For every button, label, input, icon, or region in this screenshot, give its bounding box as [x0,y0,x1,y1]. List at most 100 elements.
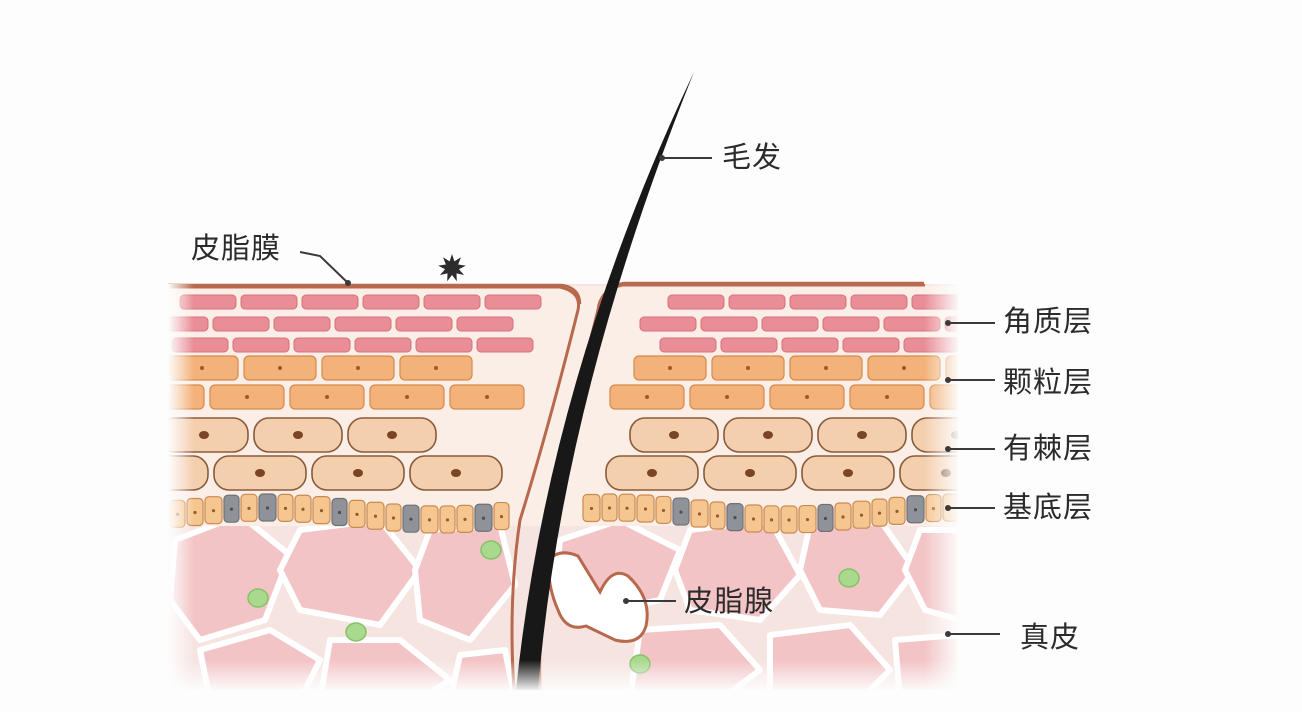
cell-nucleus [265,506,270,510]
corneocyte-cell [301,294,359,310]
cell-nucleus [157,469,167,477]
corneocyte-cell [700,316,758,332]
cell-nucleus [355,512,359,516]
fibroblast-cell [247,588,269,608]
cell-nucleus [885,395,889,399]
label-dermis: 真皮 [1020,620,1081,654]
corneocyte-cell [667,294,725,310]
corneocyte-cell [240,294,298,310]
leader-sebum-film [299,251,349,284]
cell-nucleus [725,395,729,399]
cell-nucleus [247,506,251,510]
cell-nucleus [669,431,679,439]
corneocyte-cell [423,294,481,310]
leader-stratum-spinosum-dot [945,446,951,452]
leader-hair-dot [659,155,665,161]
cell-nucleus [229,507,234,511]
cell-nucleus [751,517,756,521]
cell-nucleus [356,366,360,370]
corneocyte-cell [842,337,900,353]
cell-nucleus [902,366,906,370]
cell-nucleus [859,513,864,517]
label-stratum-granulosum: 颗粒层 [1003,365,1094,399]
cell-nucleus [200,366,204,370]
cell-nucleus [293,431,303,439]
cell-nucleus [823,516,828,521]
corneocyte-cell [781,337,839,353]
corneocyte-cell [850,294,908,310]
corneocyte-cell [273,316,331,332]
cell-nucleus [427,518,432,522]
cell-nucleus [895,509,899,513]
cell-nucleus [679,510,683,514]
corneocyte-cell [232,337,290,353]
leader-stratum-granulosum-dot [945,377,951,383]
cell-nucleus [787,518,791,522]
leader-dermis-dot [945,631,951,637]
microbe-icon [438,254,466,282]
corneocyte-cell [354,337,412,353]
cell-nucleus [481,516,486,520]
corneocyte-cell [761,316,819,332]
cell-nucleus [283,506,288,510]
cell-nucleus [387,431,397,439]
cell-nucleus [668,366,672,370]
cell-nucleus [373,514,378,518]
corneocyte-cell [293,337,351,353]
cell-nucleus [325,395,329,399]
spinous-cell [168,455,209,491]
corneocyte-cell [395,316,453,332]
sebum-film-left [168,283,582,305]
cell-nucleus [278,366,282,370]
leader-sebum-film-dot [345,280,351,286]
cell-nucleus [245,395,249,399]
cell-nucleus [715,514,720,518]
cell-nucleus [405,395,409,399]
cell-nucleus [877,511,882,515]
label-stratum-basale: 基底层 [1003,490,1094,524]
corneocyte-cell [728,294,786,310]
cell-nucleus [805,517,810,522]
sebaceous-gland [546,551,649,643]
cell-nucleus [824,366,828,370]
cell-nucleus [499,514,504,519]
cell-nucleus [199,431,209,439]
corneocyte-cell [822,316,880,332]
cell-nucleus [746,366,750,370]
cell-nucleus [745,469,755,477]
cell-nucleus [697,512,702,516]
cell-nucleus [769,518,774,522]
cell-nucleus [301,507,305,511]
cell-nucleus [353,469,363,477]
fibroblast-cell [345,622,367,642]
corneocyte-cell [720,337,778,353]
cell-nucleus [211,509,216,513]
cell-nucleus [434,366,438,370]
cell-nucleus [733,516,737,520]
cell-nucleus [463,517,467,521]
cell-nucleus [857,431,867,439]
fibroblast-cell [480,540,502,560]
cell-nucleus [661,508,666,513]
cell-nucleus [589,506,594,511]
corneocyte-cell [484,294,542,310]
label-stratum-corneum: 角质层 [1003,304,1094,338]
corneocyte-cell [334,316,392,332]
label-hair: 毛发 [722,140,783,174]
cell-nucleus [337,510,342,515]
label-sebum-film: 皮脂膜 [191,231,282,265]
corneocyte-cell [362,294,420,310]
cell-nucleus [805,395,809,399]
cell-nucleus [319,509,324,513]
leader-stratum-corneum-dot [945,320,951,326]
cell-nucleus [445,518,450,522]
cell-nucleus [645,395,649,399]
cell-nucleus [409,517,413,521]
cell-nucleus [607,506,612,510]
cell-nucleus [965,395,969,399]
cell-nucleus [391,516,396,520]
label-stratum-spinosum: 有棘层 [1003,431,1094,465]
cell-nucleus [451,469,461,477]
cell-nucleus [193,510,197,515]
